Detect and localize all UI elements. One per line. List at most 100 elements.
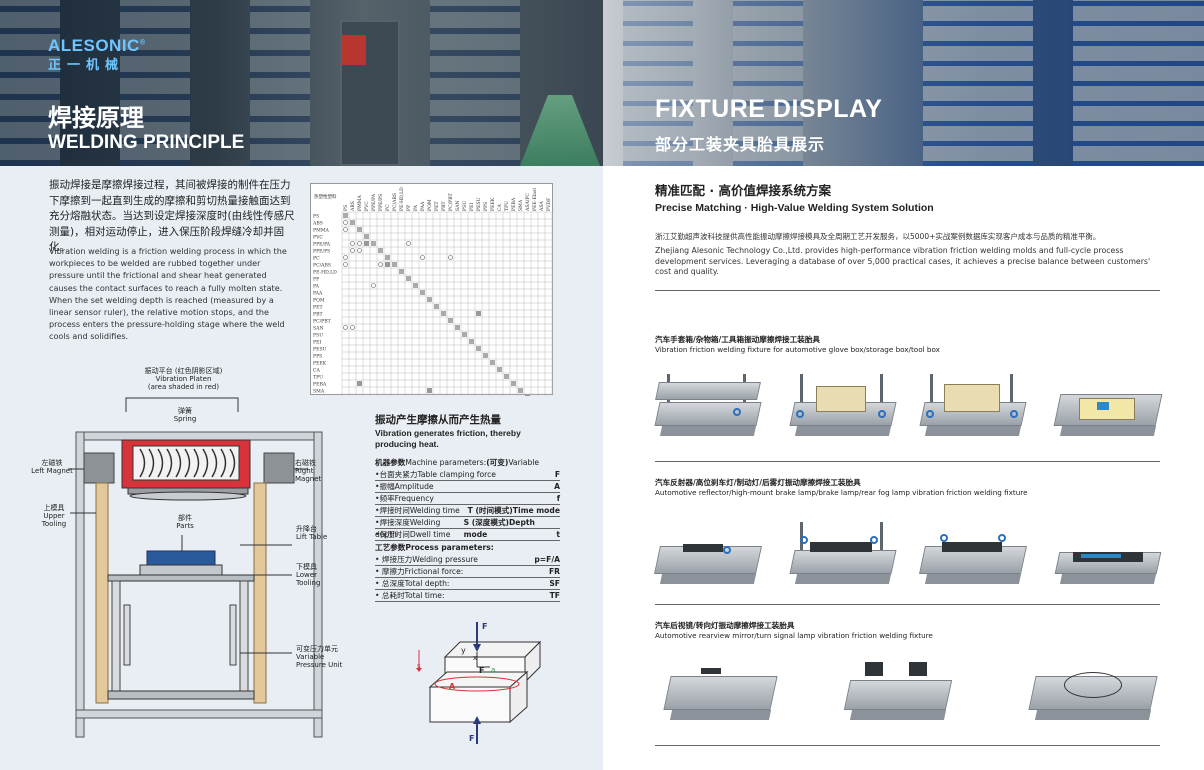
param-label: •焊接时间Welding time [375,506,460,515]
compat-row-label: ABS [312,221,323,227]
friction-force-diagram: F F y x s F a A [415,622,555,747]
param-label: •焊接深度Welding depth [375,518,441,539]
param-label: •频率Frequency [375,494,434,503]
fixture-photo-4 [1053,372,1163,440]
compat-col-label: PESU [476,197,482,211]
param-row: • 总深度Total depth: SF [375,578,560,590]
param-symbol: F [554,470,560,479]
compat-col-label: PMMA [357,195,363,211]
divider [655,745,1160,746]
fixture-group-2-title-en: Automotive reflector/high-mount brake la… [655,488,1028,497]
intro-text-cn: 振动焊接是摩擦焊接过程，其间被焊接的制件在压力下摩擦到一起直到生成的摩擦和剪切热… [49,179,295,253]
param-symbol: T (时间模式)Time mode [467,506,560,515]
compat-row-label: PSU [313,333,323,339]
fixture-photo-3 [918,372,1028,440]
param-row: •台面夹紧力Table clamping force F [375,469,560,481]
compat-col-label: PA [413,204,419,211]
compat-col-label: PSU [462,201,468,211]
fixture-photo-9 [663,656,778,724]
compat-row-label: POM [313,298,325,304]
compat-col-label: CA [497,203,503,211]
compat-col-label: PPE/PA [371,193,377,211]
section-description-en: Zhejiang Alesonic Technology Co.,Ltd. pr… [655,246,1151,276]
section-description-cn: 浙江艾勤超声波科技提供高性能振动摩擦焊接模具及全周期工艺开发服务，以5000+实… [655,232,1101,241]
param-label: • 焊接压力Welding pressure [375,555,478,564]
param-row: •焊接时间Welding time T (时间模式)Time mode [375,505,560,517]
param-symbol: SF [549,579,560,588]
compat-col-label: PE-HD,LD [399,187,405,211]
param-label: •振幅Amplitude [375,482,434,491]
fixture-group-2-title-cn: 汽车反射器/高位刹车灯/制动灯/后雾灯振动摩擦焊接工装胎具 [655,478,861,487]
compat-col-label: ABS [350,201,356,212]
page-title-cn: 焊接原理 [48,104,144,132]
compat-row-label: PPS [313,354,322,360]
param-symbol: TF [549,591,560,600]
param-label: • 总深度Total depth: [375,579,450,588]
compat-row-label: PESU [313,347,327,353]
fixture-photo-6 [788,520,898,588]
compat-row-label: PPE/PA [313,242,331,248]
fixture-group-3-title-en: Automotive rearview mirror/turn signal l… [655,631,933,640]
compat-row-label: PC/ABS [313,263,331,269]
process-params-heading: 工艺参数Process parameters: [375,543,494,552]
compat-row-label: PEEK [313,361,327,367]
compat-row-label: PP [313,277,319,283]
compat-col-label: PP [406,205,412,211]
label-vibration-platen: 振动平台 (红色阴影区域) Vibration Platen (area sha… [144,367,223,391]
friction-title-en: Vibration generates friction, thereby pr… [375,428,521,449]
fixture-photo-8 [1053,520,1163,588]
param-label: • 摩擦力Frictional force: [375,567,464,576]
compat-header-label: 热塑性塑料 [314,193,337,200]
param-symbol: t [556,530,560,539]
compat-col-label: TPU [504,201,510,211]
param-symbol: A [554,482,560,491]
fixture-group-1-title-en: Vibration friction welding fixture for a… [655,345,940,354]
left-magnet [83,452,115,484]
compat-col-label: PVDF [546,198,552,211]
fixture-display-title: FIXTURE DISPLAY [655,95,883,123]
divider [655,290,1160,291]
compat-row-label: SAN [313,326,323,332]
compat-col-label: ASA/PC [525,193,531,212]
compat-row-label: PVC [313,235,323,241]
fixture-group-1-title-cn: 汽车手套箱/杂物箱/工具箱振动摩擦焊接工装胎具 [655,335,821,344]
divider [655,604,1160,605]
right-page: FIXTURE DISPLAY 部分工装夹具胎具展示 精准匹配 · 高价值焊接系… [603,0,1204,770]
right-magnet [263,452,295,484]
compat-row-label: PBT [313,312,323,318]
compatibility-grid: 热塑性塑料PSPSABSABSPMMAPMMAPVCPVCPPE/PAPPE/P… [312,187,553,396]
param-label: •台面夹紧力Table clamping force [375,470,496,479]
fixture-group-3-title-cn: 汽车后视镜/转向灯振动摩擦焊接工装胎具 [655,621,795,630]
fixture-photo-2 [788,372,898,440]
compat-col-label: PEI [469,203,475,211]
compat-col-label: ASA [539,201,545,212]
compat-col-label: PC [385,204,391,211]
intro-text-en: Vibration welding is a friction welding … [49,246,287,342]
param-symbol: FR [548,567,560,576]
compat-row-label: PE-HD,LD [313,270,337,276]
fixture-photo-10 [843,656,953,724]
welding-machine-diagram: 振动平台 (红色阴影区域) Vibration Platen (area sha… [30,365,360,755]
machine-params-heading: 机器参数Machine parameters:(可变)Variable [375,458,540,467]
fixture-photo-5 [653,520,763,588]
compat-col-label: PC/PBT [448,192,454,211]
param-row: • 摩擦力Frictional force: FR [375,566,560,578]
compat-row-label: TPU [313,375,323,381]
section-title-en: Precise Matching · High-Value Welding Sy… [655,202,934,214]
param-row: •振幅Amplitude A [375,481,560,493]
factory-hero-image: ALESONIC® 正一机械 焊接原理 WELDING PRINCIPLE [0,0,603,166]
divider [655,461,1160,462]
compat-col-label: PS [343,205,349,211]
param-symbol: S (深度模式)Depth mode [463,518,535,539]
compat-col-label: PVC [364,201,370,211]
compat-row-label: CA [313,368,321,374]
